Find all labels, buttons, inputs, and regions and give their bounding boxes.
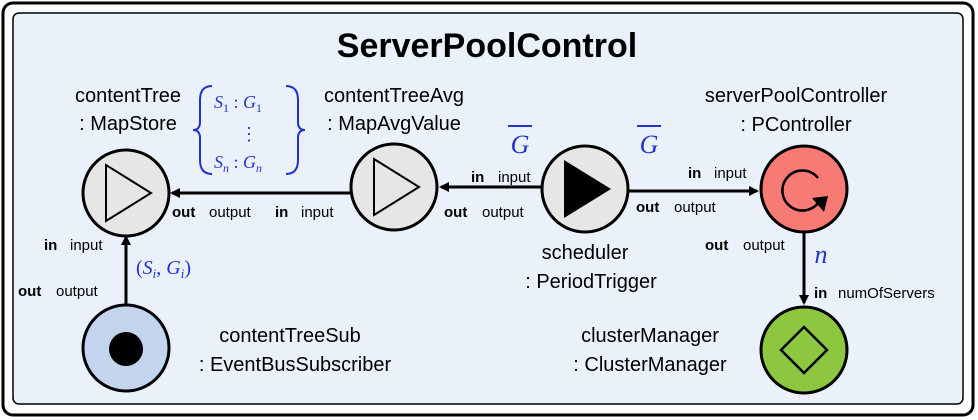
svg-text:Sn : Gn: Sn : Gn [214,152,262,175]
node-contenttreesub-type: : EventBusSubscriber [199,354,392,376]
node-serverpoolcontroller-type: : PController [740,114,851,136]
circular-arrow-icon [781,169,828,212]
port-in-keyword: in [471,169,484,186]
node-clustermanager-name: clusterManager [581,325,719,347]
node-contenttreesub-name: contentTreeSub [219,325,361,347]
diamond-icon [779,325,829,375]
port-numofservers-label: numOfServers [838,285,935,302]
node-contenttreeavg-type: : MapAvgValue [327,113,461,135]
port-in-keyword: in [814,285,827,302]
g-bar-right-label: G [637,125,661,159]
port-output-label: output [674,199,717,216]
node-serverpoolcontroller[interactable]: serverPoolController : PController [705,85,888,234]
node-contenttree-name: contentTree [75,85,181,107]
port-output-label: output [209,204,252,221]
port-input-label: input [714,165,747,182]
node-scheduler[interactable]: scheduler : PeriodTrigger [525,144,657,293]
port-output-label: output [482,204,525,221]
svg-text:G: G [640,130,659,159]
node-serverpoolcontroller-name: serverPoolController [705,85,888,107]
filled-play-icon [564,160,611,218]
port-out-keyword: out [18,283,41,300]
pair-label: (Si, Gi) [136,257,191,281]
left-brace [192,85,213,175]
port-input-label: input [301,204,334,221]
play-triangle-icon [105,163,153,223]
vertical-ellipsis: ⋮ [240,124,258,144]
map-entries-annotation: S1 : G1 ⋮ Sn : Gn [192,85,306,175]
port-out-keyword: out [172,204,195,221]
port-out-keyword: out [444,204,467,221]
node-scheduler-type: : PeriodTrigger [525,271,657,293]
port-output-label: output [56,283,99,300]
filled-dot-icon [109,332,143,366]
port-input-label: input [498,169,531,186]
port-in-keyword: in [688,165,701,182]
node-clustermanager-type: : ClusterManager [573,354,727,376]
n-label: n [815,240,828,269]
g-bar-left-label: G [508,125,532,159]
port-out-keyword: out [636,199,659,216]
port-in-keyword: in [275,204,288,221]
svg-text:G: G [511,130,530,159]
node-contenttreeavg[interactable]: contentTreeAvg : MapAvgValue [324,85,464,232]
node-contenttree[interactable]: contentTree : MapStore [75,85,181,238]
port-out-keyword: out [705,237,728,254]
port-output-label: output [743,237,786,254]
port-input-label: input [70,237,103,254]
svg-text:S1 : G1: S1 : G1 [214,92,262,115]
port-in-keyword: in [44,237,57,254]
node-contenttreeavg-name: contentTreeAvg [324,85,464,107]
right-brace [285,85,306,175]
node-contenttree-type: : MapStore [79,113,177,135]
node-contenttreesub[interactable]: contentTreeSub : EventBusSubscriber [81,303,392,393]
diagram-background [12,12,964,405]
play-triangle-icon [373,157,421,217]
diagram-title: ServerPoolControl [337,27,637,65]
node-scheduler-name: scheduler [542,242,629,264]
node-clustermanager[interactable]: clusterManager : ClusterManager [573,305,849,395]
